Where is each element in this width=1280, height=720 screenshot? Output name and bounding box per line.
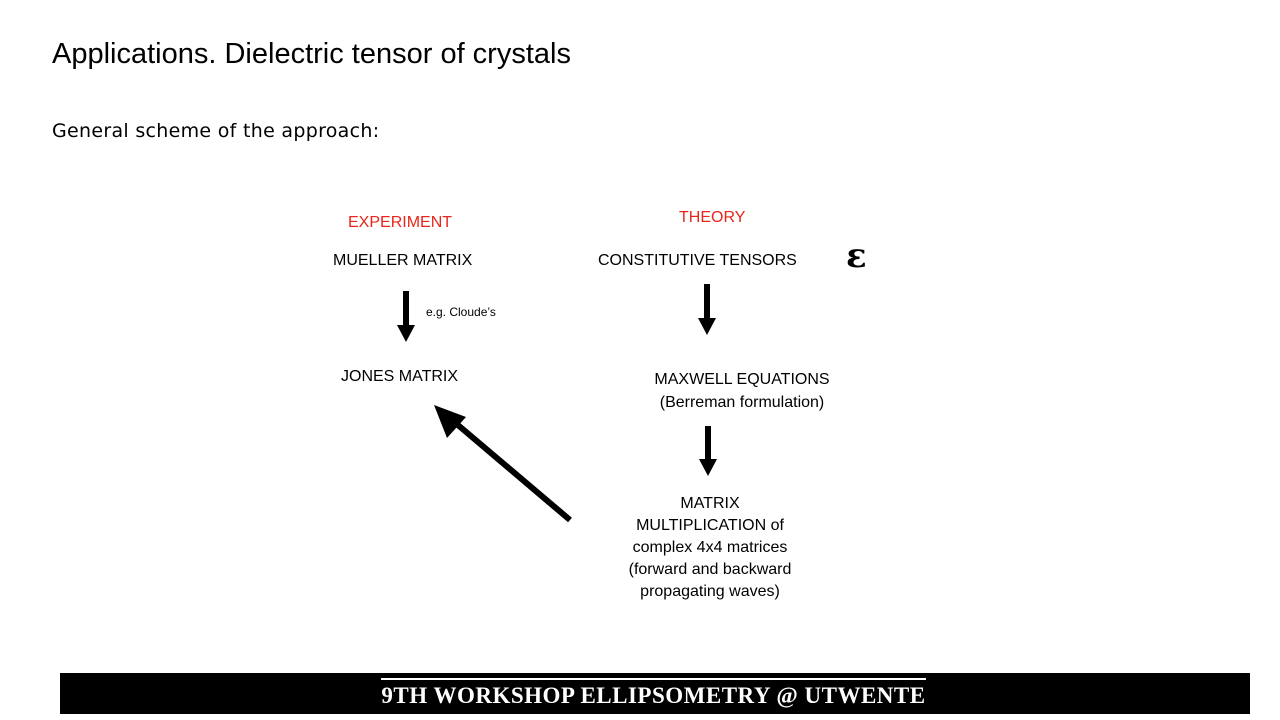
theory-label: THEORY — [679, 209, 746, 226]
arrow-mueller-to-jones — [397, 291, 415, 342]
slide-subtitle: General scheme of the approach: — [52, 120, 380, 142]
jones-matrix-node: JONES MATRIX — [341, 368, 459, 385]
slide-title: Applications. Dielectric tensor of cryst… — [52, 38, 571, 70]
mult-line-4: (forward and backward — [628, 561, 792, 578]
footer-text: 9TH WORKSHOP ELLIPSOMETRY @ UTWENTE — [381, 678, 926, 709]
mult-line-2: MULTIPLICATION of — [636, 517, 784, 534]
arrow-tensors-to-maxwell — [698, 284, 716, 335]
experiment-label: EXPERIMENT — [348, 214, 453, 231]
maxwell-line-2: (Berreman formulation) — [659, 394, 825, 411]
maxwell-equations-node: MAXWELL EQUATIONS (Berreman formulation) — [622, 368, 862, 414]
constitutive-tensors-node: CONSTITUTIVE TENSORS — [598, 252, 797, 269]
arrow-maxwell-to-multiplication — [699, 426, 717, 476]
maxwell-line-1: MAXWELL EQUATIONS — [654, 371, 830, 388]
mult-line-1: MATRIX — [680, 495, 740, 512]
epsilon-symbol: ε — [846, 236, 867, 276]
matrix-multiplication-node: MATRIX MULTIPLICATION of complex 4x4 mat… — [590, 493, 830, 603]
arrow-multiplication-to-jones — [434, 405, 572, 523]
mueller-matrix-node: MUELLER MATRIX — [333, 252, 473, 269]
cloude-note: e.g. Cloude’s — [426, 305, 496, 319]
mult-line-3: complex 4x4 matrices — [632, 539, 788, 556]
mult-line-5: propagating waves) — [640, 583, 780, 600]
